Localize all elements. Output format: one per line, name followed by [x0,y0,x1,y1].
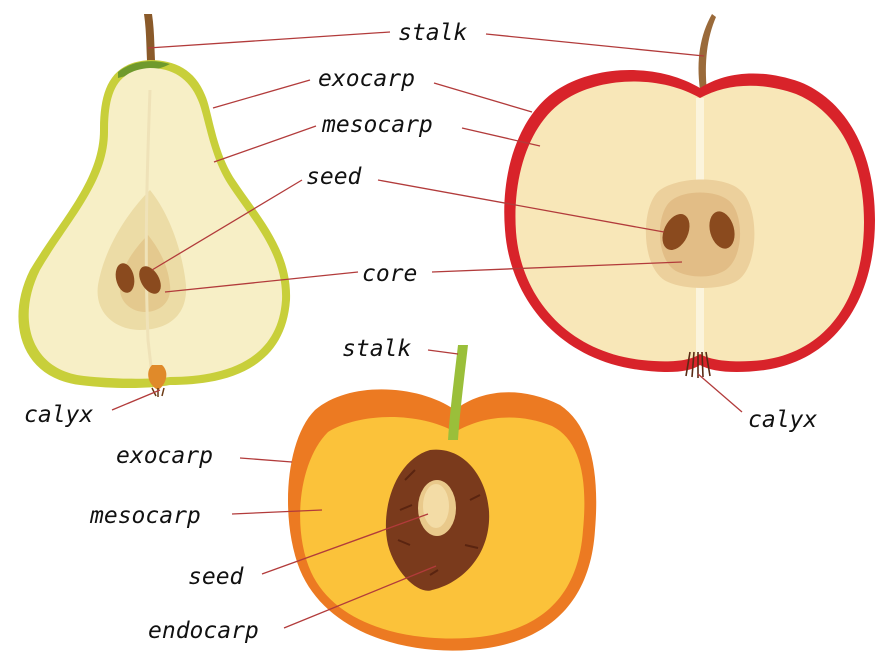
label-exocarp-top: exocarp [318,66,415,92]
label-seed-top: seed [306,164,363,190]
peach-seed-inner [423,484,449,528]
leader-mesocarp-pear [214,126,316,162]
label-core: core [362,261,417,287]
label-mesocarp-peach: mesocarp [89,503,201,529]
label-stalk-top: stalk [398,20,467,46]
leader-stalk-pear [148,32,390,48]
leader-exocarp-peach [240,458,292,462]
leader-stalk-apple [486,34,704,56]
label-calyx-pear: calyx [24,402,93,428]
leader-calyx-pear [112,390,160,410]
label-endocarp-peach: endocarp [148,618,259,644]
leader-calyx-apple [698,374,742,412]
peach-illustration [288,345,596,651]
leader-exocarp-apple [434,83,532,112]
label-calyx-apple: calyx [748,407,817,433]
label-stalk-peach: stalk [342,336,411,362]
label-mesocarp-top: mesocarp [321,112,433,138]
leader-exocarp-pear [213,80,310,108]
apple-stalk [699,14,717,92]
apple-illustration [504,14,875,378]
label-seed-peach: seed [188,564,245,590]
leader-stalk-peach [428,350,458,354]
label-exocarp-peach: exocarp [116,443,213,469]
pear-illustration [18,14,290,397]
